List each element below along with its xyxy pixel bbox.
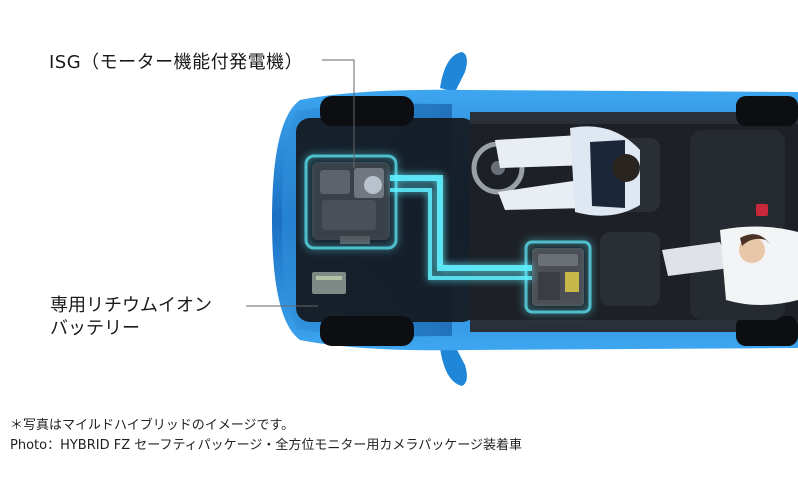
isg-label: ISG（モーター機能付発電機） xyxy=(49,52,304,73)
battery-label: 専用リチウムイオン バッテリー xyxy=(50,294,212,340)
lithium-ion-battery xyxy=(532,248,584,306)
front-left-wheel xyxy=(320,96,414,126)
power-route xyxy=(304,154,592,314)
footnote: ＊写真はマイルドハイブリッドのイメージです。 Photo：HYBRID FZ セ… xyxy=(10,416,522,456)
driver xyxy=(495,126,640,216)
control-module xyxy=(312,272,346,294)
passenger-seat xyxy=(600,232,660,306)
front-right-wheel xyxy=(320,316,414,346)
rear-passenger xyxy=(662,226,798,305)
rear-right-wheel xyxy=(736,316,798,346)
left-mirror xyxy=(440,52,467,92)
rear-left-wheel xyxy=(736,96,798,126)
isg-leader-line xyxy=(322,59,355,168)
isg-motor-generator xyxy=(312,162,390,244)
battery-label-line1: 専用リチウムイオン xyxy=(50,295,212,316)
battery-label-line2: バッテリー xyxy=(50,318,140,339)
footnote-line1: ＊写真はマイルドハイブリッドのイメージです。 xyxy=(10,418,295,433)
right-mirror xyxy=(440,346,467,386)
footnote-line2: Photo：HYBRID FZ セーフティパッケージ・全方位モニター用カメラパッ… xyxy=(10,438,523,453)
